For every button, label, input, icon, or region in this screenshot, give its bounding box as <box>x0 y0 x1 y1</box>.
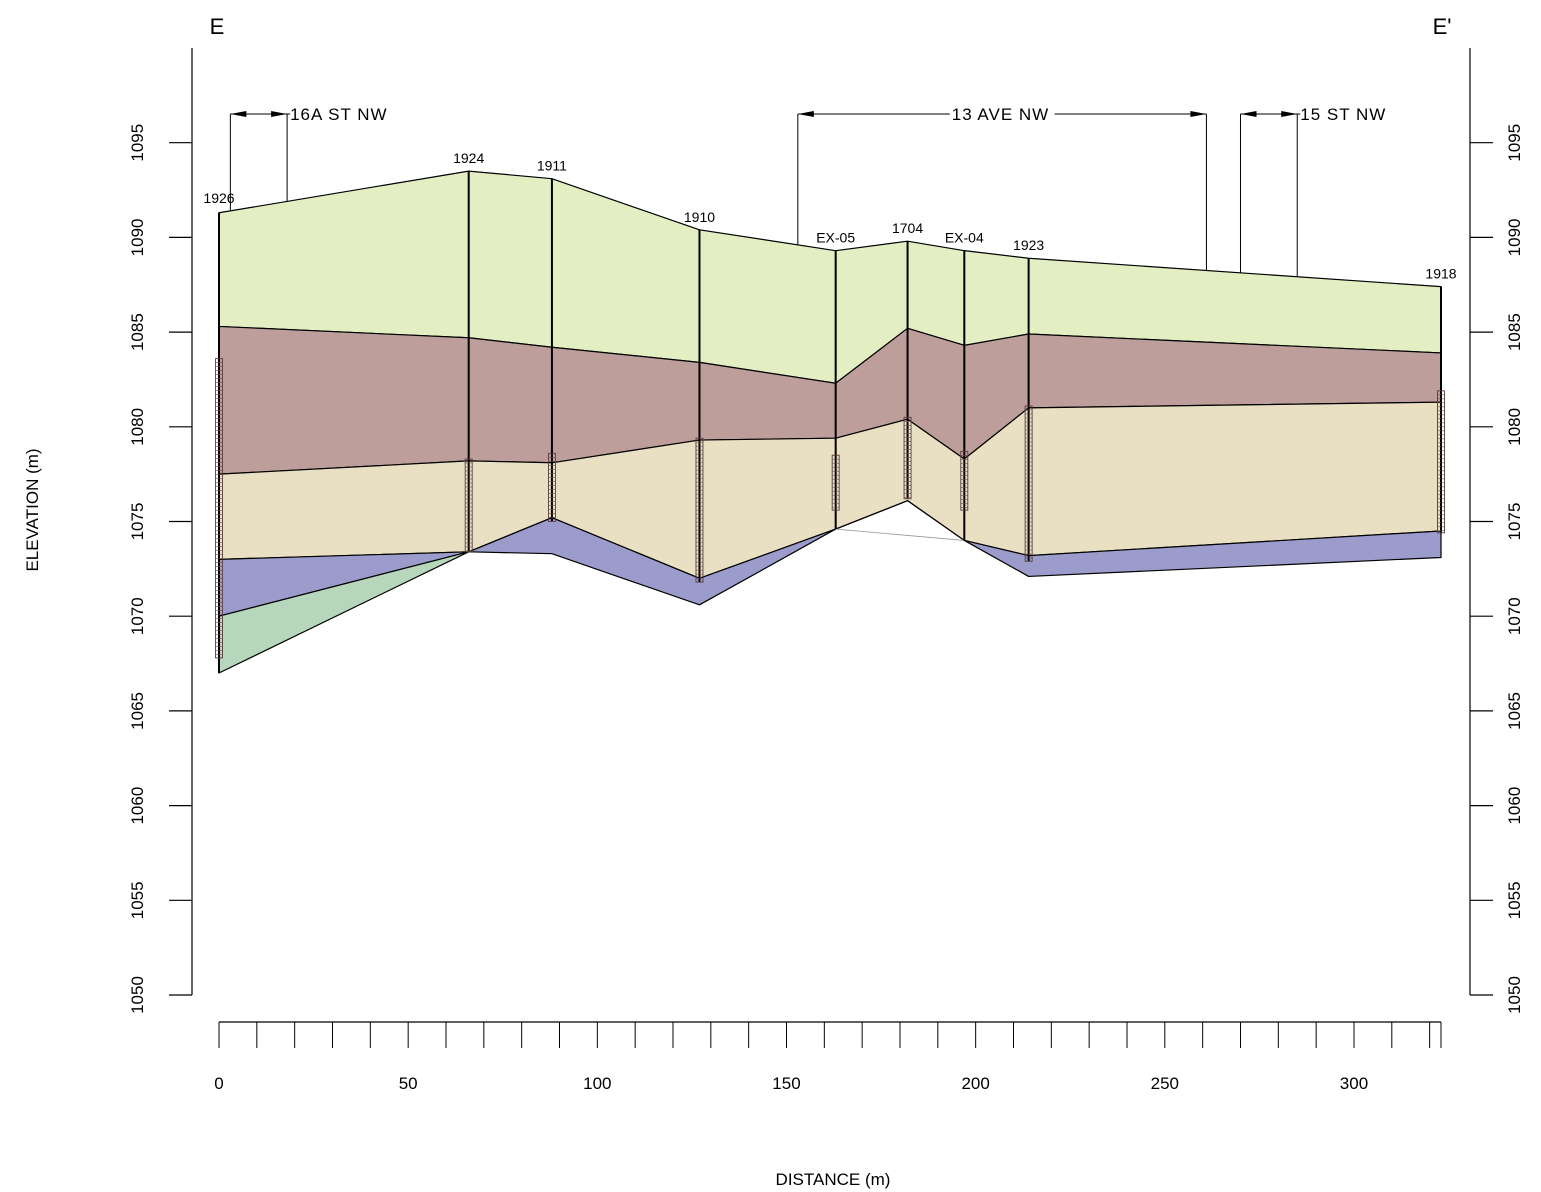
street-label: 16A ST NW <box>290 105 388 124</box>
y-tick-label-left: 1050 <box>128 976 147 1014</box>
arrow-head <box>1240 111 1257 117</box>
street-16a-st-nw: 16A ST NW <box>229 105 388 211</box>
screen-interval <box>960 450 969 511</box>
y-tick-label-left: 1055 <box>128 881 147 919</box>
strata-layers <box>218 170 1442 674</box>
screen-interval <box>831 454 840 511</box>
borehole-label: EX-05 <box>816 230 855 246</box>
borehole-EX-05: EX-05 <box>816 230 855 530</box>
screen-interval <box>903 416 912 500</box>
x-axis-title: DISTANCE (m) <box>776 1170 891 1189</box>
borehole-label: 1911 <box>537 158 567 174</box>
y-tick-label-left: 1090 <box>128 218 147 256</box>
screen-interval <box>1437 390 1445 534</box>
y-tick-label-left: 1065 <box>128 692 147 730</box>
axes: 1050 1050 1055 1055 1060 1060 1065 1065 1070 1070… <box>128 48 1524 1093</box>
x-tick-label: 100 <box>583 1074 611 1093</box>
street-annotations: 16A ST NW 13 AVE NW 15 ST NW <box>229 105 1386 277</box>
y-tick-label-right: 1075 <box>1505 503 1524 541</box>
screen-interval <box>1024 405 1033 562</box>
borehole-label: 1918 <box>1425 266 1456 282</box>
x-tick-label: 250 <box>1151 1074 1179 1093</box>
street-15-st-nw: 15 ST NW <box>1239 105 1386 277</box>
y-tick-label-left: 1095 <box>128 124 147 162</box>
borehole-label: 1924 <box>453 150 484 166</box>
thin-contact-line <box>835 528 965 541</box>
borehole-label: 1704 <box>892 220 923 236</box>
street-label: 15 ST NW <box>1300 105 1386 124</box>
y-tick-label-right: 1090 <box>1505 218 1524 256</box>
y-tick-label-left: 1060 <box>128 787 147 825</box>
borehole-EX-04: EX-04 <box>945 230 984 541</box>
x-tick-label: 200 <box>961 1074 989 1093</box>
y-tick-label-right: 1060 <box>1505 787 1524 825</box>
y-tick-label-left: 1075 <box>128 503 147 541</box>
borehole-1910: 1910 <box>684 209 715 583</box>
arrow-head <box>271 111 288 117</box>
borehole-1918: 1918 <box>1425 266 1457 534</box>
section-end-label: E' <box>1433 14 1452 39</box>
y-tick-label-left: 1070 <box>128 597 147 635</box>
borehole-label: 1910 <box>684 209 715 225</box>
arrow-head <box>230 111 247 117</box>
section-start-label: E <box>210 14 225 39</box>
y-tick-label-right: 1050 <box>1505 976 1524 1014</box>
borehole-label: 1926 <box>203 190 234 206</box>
x-tick-label: 0 <box>214 1074 223 1093</box>
x-tick-label: 50 <box>399 1074 418 1093</box>
borehole-1704: 1704 <box>892 220 923 500</box>
y-tick-label-right: 1055 <box>1505 881 1524 919</box>
y-tick-label-right: 1065 <box>1505 692 1524 730</box>
x-tick-label: 150 <box>772 1074 800 1093</box>
thin-contacts <box>835 528 965 541</box>
x-tick-label: 300 <box>1340 1074 1368 1093</box>
y-tick-label-left: 1085 <box>128 313 147 351</box>
arrow-head <box>1281 111 1298 117</box>
y-tick-label-right: 1085 <box>1505 313 1524 351</box>
screen-interval <box>464 458 473 553</box>
screen-interval <box>215 358 223 659</box>
street-label: 13 AVE NW <box>952 105 1049 124</box>
y-axis-title: ELEVATION (m) <box>23 448 42 571</box>
y-tick-label-right: 1095 <box>1505 124 1524 162</box>
arrow-head <box>797 111 814 117</box>
borehole-1924: 1924 <box>453 150 484 553</box>
street-13-ave-nw: 13 AVE NW <box>797 105 1207 271</box>
arrow-head <box>1190 111 1207 117</box>
borehole-label: 1923 <box>1013 237 1044 253</box>
y-tick-label-right: 1070 <box>1505 597 1524 635</box>
borehole-1926: 1926 <box>203 190 235 674</box>
borehole-label: EX-04 <box>945 230 984 246</box>
y-tick-label-left: 1080 <box>128 408 147 446</box>
borehole-1911: 1911 <box>537 158 567 522</box>
y-tick-label-right: 1080 <box>1505 408 1524 446</box>
borehole-1923: 1923 <box>1013 237 1044 562</box>
